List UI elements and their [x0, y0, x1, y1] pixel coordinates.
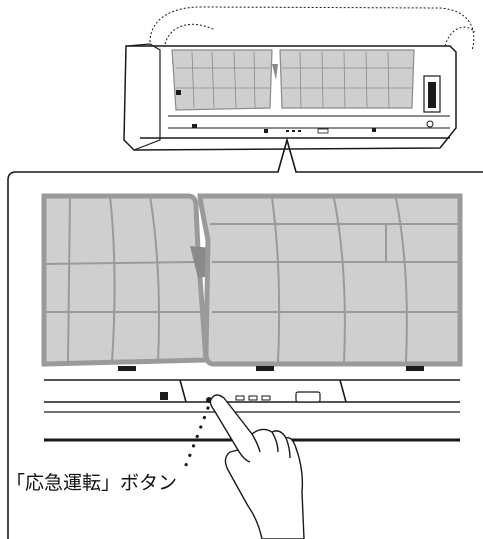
enlarged-filter-view — [41, 193, 463, 442]
callout-frame — [7, 137, 483, 539]
dotted-leader-line — [182, 406, 210, 472]
overview-filter-right — [279, 49, 415, 109]
panel-lift-arc-right — [444, 26, 476, 47]
receiver-window — [295, 391, 321, 403]
overview-filter-left — [171, 49, 273, 111]
overview-filter-tab — [272, 64, 278, 80]
panel-lift-arc — [149, 6, 475, 51]
enlarged-filter-left — [41, 193, 209, 367]
panel-lift-arc-inner — [164, 23, 216, 45]
overview-unit — [123, 6, 476, 151]
pointing-hand-icon — [209, 394, 305, 539]
front-panel-indicator — [160, 392, 168, 400]
emergency-button-label: 「応急運転」ボタン — [6, 472, 178, 494]
enlarged-filter-right — [197, 193, 463, 367]
status-lamps — [235, 395, 271, 401]
unit-left-side — [125, 43, 161, 151]
